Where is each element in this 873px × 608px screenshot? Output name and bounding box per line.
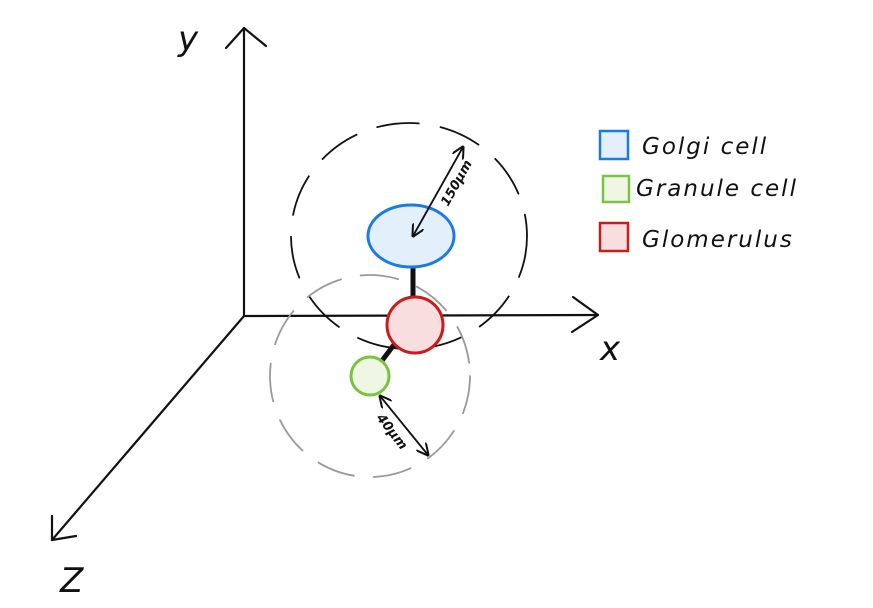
y-axis-label: y [177, 19, 199, 59]
axes: y x Z [50, 19, 621, 601]
x-axis-arrowhead [570, 295, 600, 334]
z-axis-arrowhead [50, 514, 78, 542]
granule-cell [349, 355, 391, 397]
golgi-radius-arrow [413, 147, 463, 236]
legend-item-golgi: Golgi cell [598, 129, 768, 161]
z-axis-label: Z [59, 561, 84, 601]
legend: Golgi cell Granule cell Glomerulus [598, 129, 798, 253]
granule-radius-arrow [380, 396, 428, 455]
golgi-range-circle [290, 122, 528, 350]
golgi-cell [366, 203, 456, 269]
glomerulus [385, 295, 445, 355]
legend-swatch-granule [601, 174, 631, 204]
granule-range-circle [269, 274, 471, 478]
glomerulus-granule-connection [378, 339, 399, 365]
legend-label-golgi: Golgi cell [642, 134, 768, 160]
granule-radius-label: 40µm [372, 410, 410, 452]
legend-label-granule: Granule cell [636, 176, 798, 202]
y-axis-arrowhead [224, 26, 268, 50]
x-axis-label: x [599, 329, 621, 369]
legend-item-granule: Granule cell [601, 174, 798, 204]
legend-item-glomerulus: Glomerulus [598, 221, 794, 253]
z-axis [50, 314, 246, 542]
legend-swatch-glomerulus [598, 221, 630, 253]
legend-swatch-golgi [598, 129, 630, 161]
golgi-radius-label: 150µm [438, 158, 475, 209]
legend-label-glomerulus: Glomerulus [642, 227, 794, 253]
